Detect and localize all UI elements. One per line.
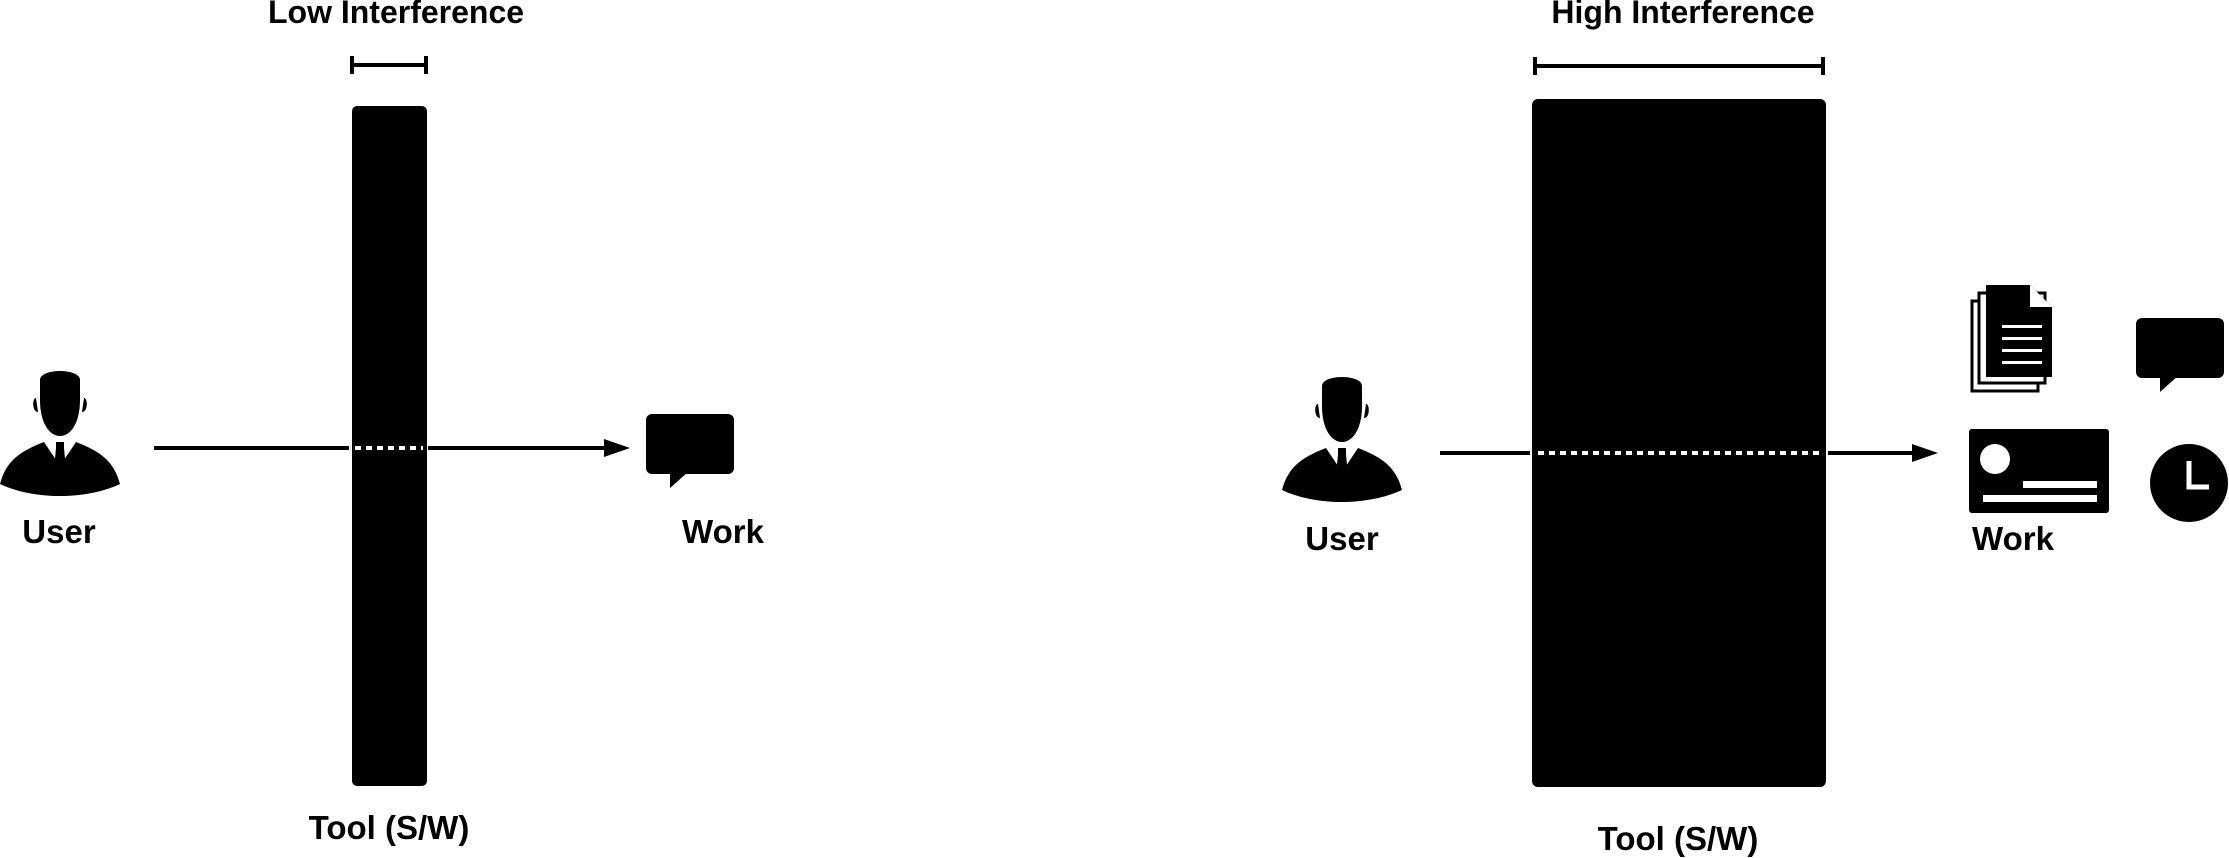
tool-bar <box>1532 99 1826 787</box>
user-icon <box>1282 377 1402 502</box>
id-card-icon <box>1969 429 2109 513</box>
user-label: User <box>1305 520 1379 557</box>
user-icon <box>0 371 120 496</box>
width-bracket <box>1533 57 1825 75</box>
panel-heading: Low Interference <box>268 0 524 30</box>
panel-heading: High Interference <box>1551 0 1814 30</box>
user-label: User <box>22 513 96 550</box>
panel-high-interference: High Interference User Work Tool (S/W) <box>1282 0 2228 857</box>
work-label: Work <box>1972 520 2055 557</box>
speech-bubble-icon <box>646 414 734 488</box>
flow-arrow <box>1440 444 1938 462</box>
flow-arrow <box>154 439 630 457</box>
work-label: Work <box>682 513 765 550</box>
width-bracket <box>350 56 428 74</box>
speech-bubble-icon <box>2136 318 2224 392</box>
documents-icon <box>1970 285 2054 393</box>
panel-low-interference: Low Interference User Work Tool (S/W) <box>0 0 765 846</box>
tool-label: Tool (S/W) <box>309 809 470 846</box>
clock-icon <box>2150 444 2228 522</box>
tool-label: Tool (S/W) <box>1598 820 1759 857</box>
